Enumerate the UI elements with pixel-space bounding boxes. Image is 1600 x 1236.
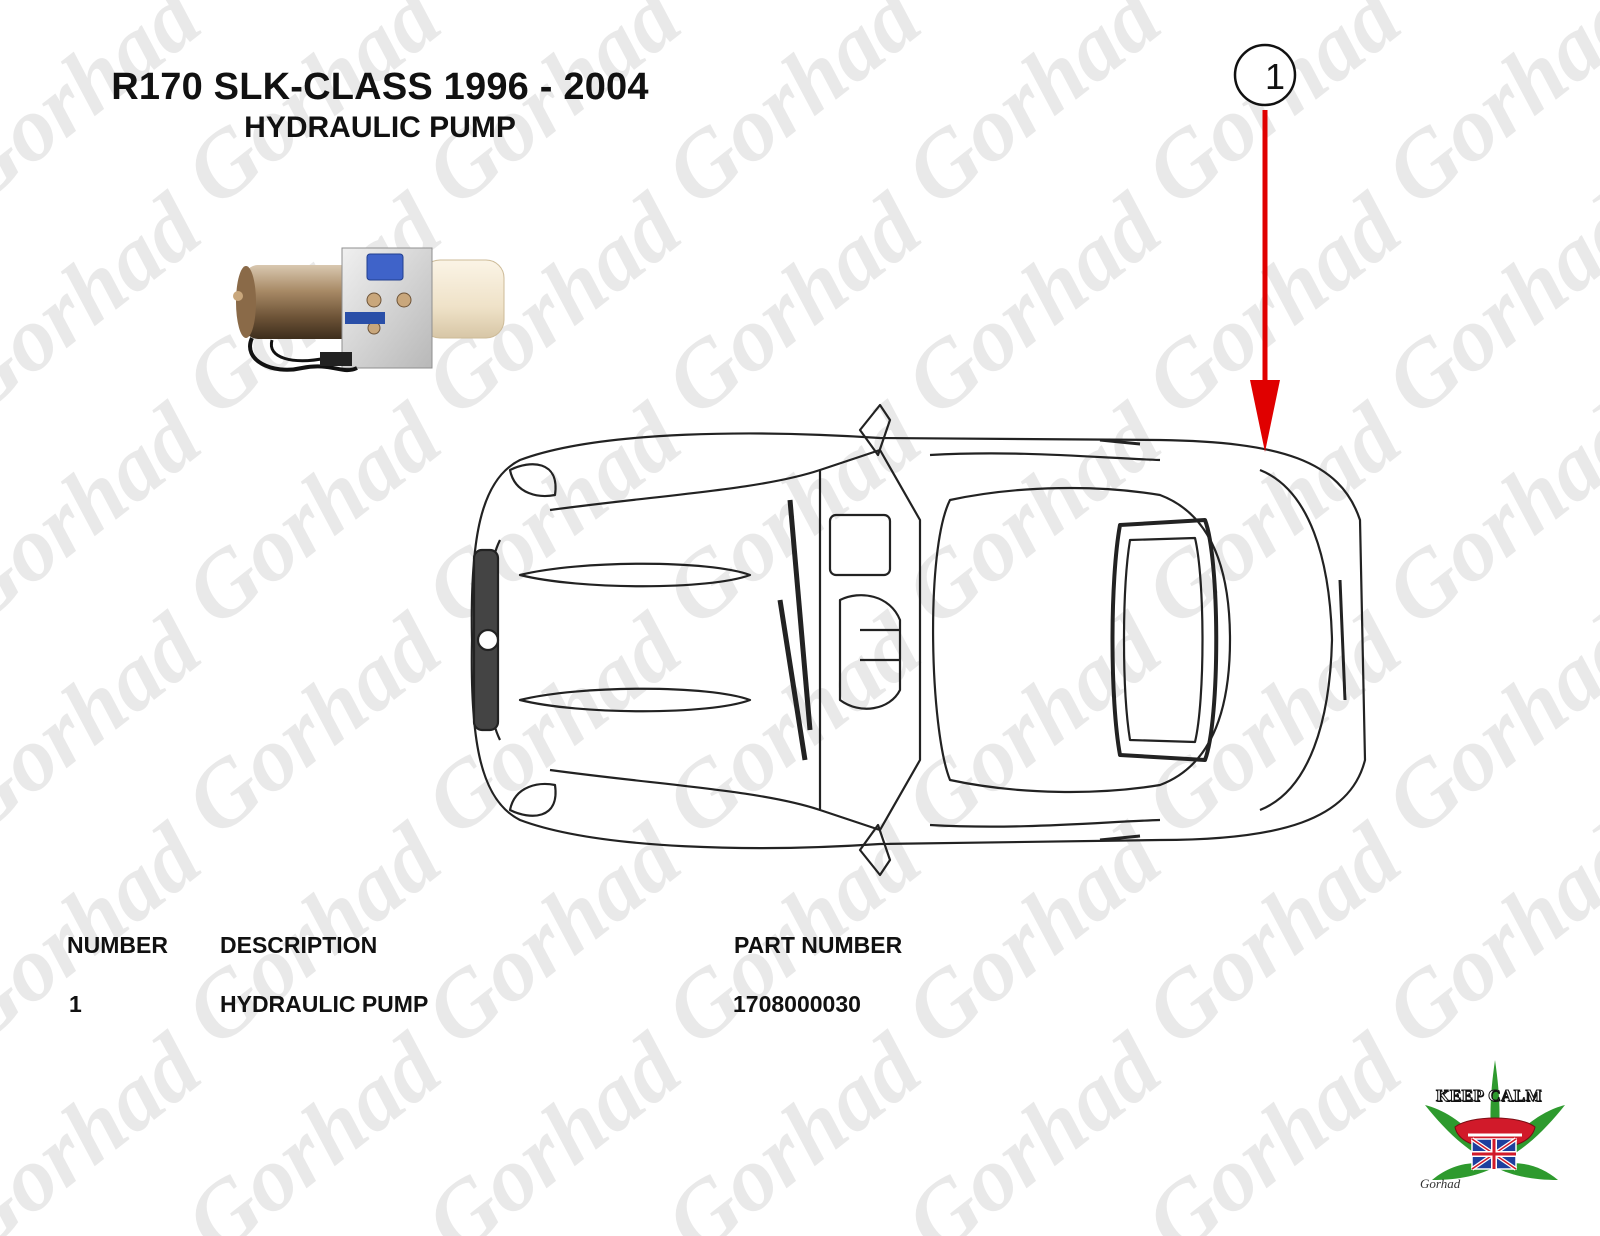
row-part-number: 1708000030 — [733, 991, 861, 1017]
header-part-number: PART NUMBER — [734, 932, 903, 958]
callout-circle — [1233, 43, 1297, 107]
callout-arrow — [1233, 43, 1297, 452]
header-number: NUMBER — [67, 932, 168, 958]
watermark-text: Gorhad — [165, 384, 459, 645]
watermark-text: Gorhad — [1365, 174, 1600, 435]
keep-calm-logo — [1425, 1060, 1565, 1180]
part-title: HYDRAULIC PUMP — [244, 111, 516, 144]
model-title: R170 SLK-CLASS 1996 - 2004 — [111, 66, 649, 108]
watermark-text: Gorhad — [0, 174, 219, 435]
watermark-text: Gorhad — [645, 174, 939, 435]
watermark-text: Gorhad — [0, 384, 219, 645]
watermark-text: Gorhad — [165, 1014, 459, 1236]
page-title: R170 SLK-CLASS 1996 - 2004 HYDRAULIC PUM… — [0, 66, 760, 145]
row-description: HYDRAULIC PUMP — [220, 991, 429, 1017]
watermark-text: Gorhad — [0, 594, 219, 855]
watermark-text: Gorhad — [405, 1014, 699, 1236]
watermark-text: Gorhad — [1365, 594, 1600, 855]
watermark-text: Gorhad — [165, 594, 459, 855]
watermark-text: Gorhad — [0, 1014, 219, 1236]
watermark-text: Gorhad — [1365, 0, 1600, 225]
watermark-text: Gorhad — [1365, 384, 1600, 645]
watermark-text: Gorhad — [1365, 804, 1600, 1065]
logo-signature: Gorhad — [1420, 1176, 1461, 1191]
watermark-text: Gorhad — [885, 0, 1179, 225]
watermark-text: Gorhad — [645, 1014, 939, 1236]
header-description: DESCRIPTION — [220, 932, 378, 958]
watermark-text: Gorhad — [885, 174, 1179, 435]
car-top-view-diagram — [470, 403, 1367, 877]
row-number: 1 — [69, 991, 82, 1017]
watermark-text: Gorhad — [885, 1014, 1179, 1236]
watermark-text: Gorhad — [1125, 1014, 1419, 1236]
callout-arrowhead — [1250, 380, 1280, 452]
hydraulic-pump-image — [233, 247, 505, 373]
logo-text: KEEP CALM — [1435, 1086, 1543, 1106]
callout-number: 1 — [1264, 56, 1286, 97]
